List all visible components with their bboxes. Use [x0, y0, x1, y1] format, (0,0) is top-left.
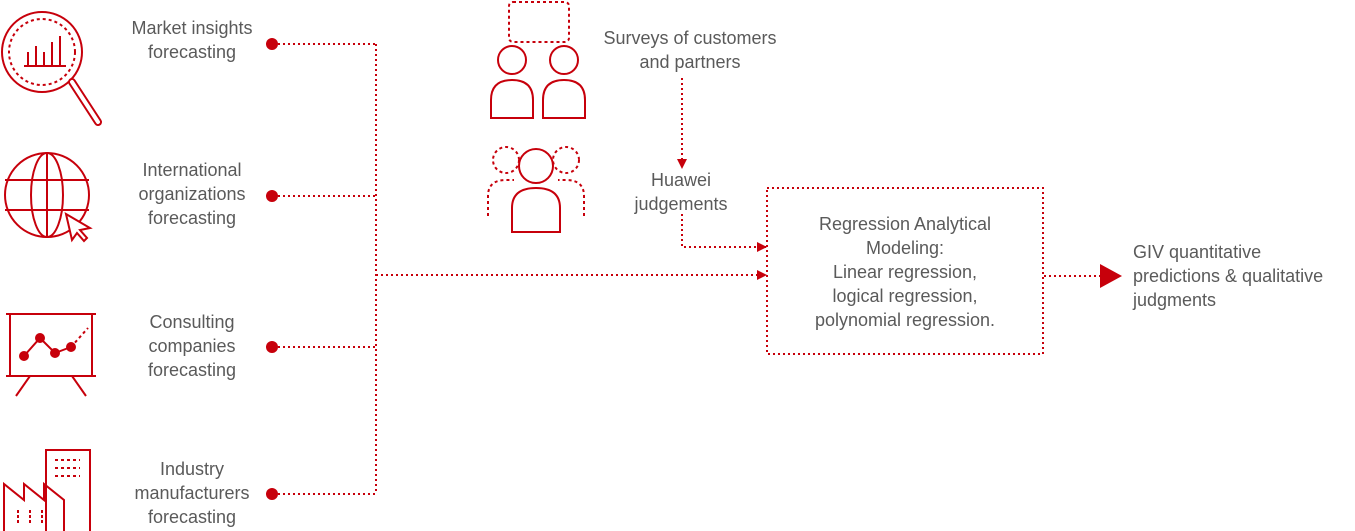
label-line: predictions & qualitative — [1133, 266, 1324, 286]
source-label-international: International organizations forecasting — [112, 158, 272, 230]
factory-icon — [3, 449, 91, 531]
source-dot — [266, 341, 278, 353]
group-people-icon — [487, 146, 585, 233]
label-line: International — [142, 160, 242, 180]
connectors — [278, 43, 1100, 495]
label-line: manufacturers — [134, 483, 250, 503]
label-line: judgments — [1133, 290, 1217, 310]
output-arrowhead — [1100, 264, 1122, 288]
label-line: forecasting — [147, 507, 237, 527]
label-line: GIV quantitative — [1133, 242, 1262, 262]
label-line: Regression Analytical — [818, 214, 992, 234]
source-dots — [266, 38, 278, 500]
output-label: GIV quantitative predictions & qualitati… — [1133, 240, 1351, 312]
label-line: forecasting — [147, 360, 237, 380]
source-dot — [266, 488, 278, 500]
source-label-industry: Industry manufacturers forecasting — [112, 457, 272, 529]
label-line: Consulting — [149, 312, 235, 332]
two-people-chat-icon — [490, 1, 586, 119]
label-line: judgements — [634, 194, 728, 214]
label-line: forecasting — [147, 42, 237, 62]
judgements-label: Huawei judgements — [615, 168, 747, 216]
model-box-text: Regression Analytical Modeling: Linear r… — [767, 212, 1043, 332]
magnifier-chart-icon — [1, 11, 102, 126]
label-line: and partners — [639, 52, 741, 72]
source-label-market: Market insights forecasting — [112, 16, 272, 64]
label-line: Market insights — [131, 18, 253, 38]
presentation-chart-icon — [6, 313, 96, 397]
source-dot — [266, 190, 278, 202]
label-line: companies — [148, 336, 236, 356]
label-line: organizations — [138, 184, 246, 204]
model-box — [766, 187, 1044, 355]
label-line: Industry — [159, 459, 225, 479]
surveys-label: Surveys of customers and partners — [590, 26, 790, 74]
source-dot — [266, 38, 278, 50]
label-line: Huawei — [650, 170, 712, 190]
label-line: polynomial regression. — [814, 310, 996, 330]
arrow-judgements-to-model — [681, 214, 767, 252]
label-line: forecasting — [147, 208, 237, 228]
label-line: logical regression, — [832, 286, 978, 306]
source-label-consulting: Consulting companies forecasting — [112, 310, 272, 382]
label-line: Modeling: — [865, 238, 945, 258]
label-line: Surveys of customers — [603, 28, 777, 48]
globe-cursor-icon — [4, 152, 93, 243]
label-line: Linear regression, — [832, 262, 978, 282]
